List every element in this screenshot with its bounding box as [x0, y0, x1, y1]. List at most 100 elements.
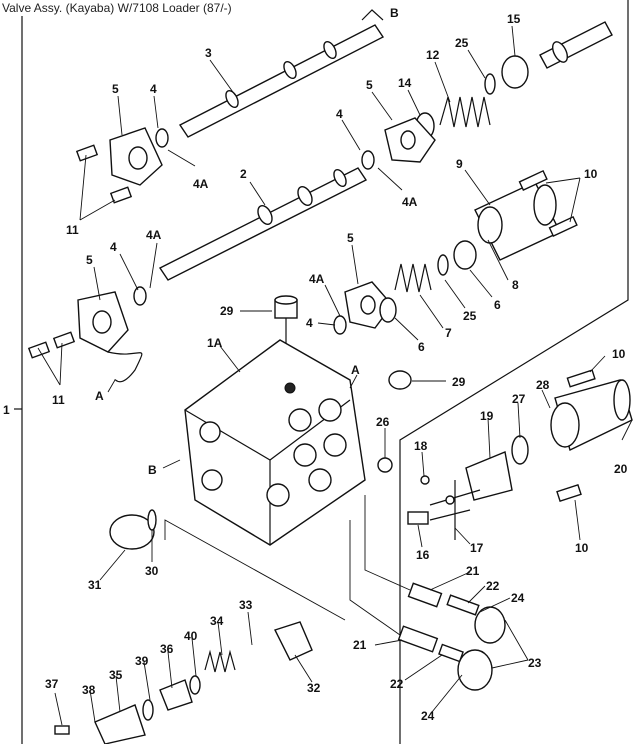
rod-13: [539, 21, 613, 69]
label-5-low-right: 5: [347, 231, 354, 245]
callout-labels: B 3 15 25 12 5 4 5 14 4 4A 4A 11 2 9 10 …: [45, 6, 628, 723]
label-30: 30: [145, 564, 159, 578]
spring-12: [439, 96, 491, 128]
relief-valve-upper: [407, 582, 506, 644]
label-21-a: 21: [466, 564, 480, 578]
label-15: 15: [507, 12, 521, 26]
label-22-a: 22: [486, 579, 500, 593]
label-B-top: B: [390, 6, 399, 20]
relief-valve-lower: [397, 625, 493, 691]
label-26: 26: [376, 415, 390, 429]
bolt-11-a: [75, 144, 99, 162]
label-27: 27: [512, 392, 526, 406]
label-5-left: 5: [112, 82, 119, 96]
label-4-left: 4: [150, 82, 157, 96]
label-24-b: 24: [421, 709, 435, 723]
piece-6-b: [379, 297, 397, 323]
label-10-top: 10: [584, 167, 598, 181]
label-33: 33: [239, 598, 253, 612]
bolt-11-b: [109, 186, 133, 204]
label-35: 35: [109, 668, 123, 682]
spool-2: [158, 167, 368, 281]
piece-6-a: [453, 240, 477, 270]
seal-4-solo: [333, 315, 347, 335]
clip-16: [407, 511, 429, 525]
spring-7: [394, 263, 432, 293]
label-28: 28: [536, 378, 550, 392]
label-4A-low: 4A: [146, 228, 162, 242]
label-5-low-left: 5: [86, 253, 93, 267]
label-B-left: B: [148, 463, 157, 477]
port-fitting-20: [550, 379, 633, 451]
label-A-right: A: [351, 363, 360, 377]
label-36: 36: [160, 642, 174, 656]
label-25-top: 25: [455, 36, 469, 50]
label-25-low: 25: [463, 309, 477, 323]
label-4A-left: 4A: [193, 177, 209, 191]
label-6-b: 6: [418, 340, 425, 354]
label-34: 34: [210, 614, 224, 628]
label-40: 40: [184, 629, 198, 643]
callout-leaders: [37, 25, 633, 726]
bracket-label-1: 1: [3, 403, 10, 417]
pin-17: [429, 480, 481, 540]
seal-4-low: [133, 286, 147, 306]
ball-18: [420, 475, 430, 485]
label-11-low: 11: [52, 393, 65, 407]
label-4-mid: 4: [336, 107, 343, 121]
label-4A-mid: 4A: [402, 195, 418, 209]
cap-31: [109, 514, 155, 550]
label-23: 23: [528, 656, 542, 670]
label-5-mid: 5: [366, 78, 373, 92]
label-29-top: 29: [220, 304, 234, 318]
bolt-10-top-a: [518, 169, 548, 191]
label-20: 20: [614, 462, 628, 476]
spool-3: [178, 9, 385, 138]
seal-4-mid: [361, 150, 375, 170]
label-29-right: 29: [452, 375, 466, 389]
ring-27: [511, 435, 529, 465]
label-4A-right: 4A: [309, 272, 325, 286]
label-19: 19: [480, 409, 494, 423]
label-4-solo: 4: [306, 316, 313, 330]
ring-25-top: [484, 73, 496, 95]
ring-30: [147, 509, 157, 531]
label-31: 31: [88, 578, 102, 592]
label-14: 14: [398, 76, 412, 90]
sleeve-19: [465, 451, 513, 501]
bolt-11-d: [52, 331, 76, 349]
label-32: 32: [307, 681, 321, 695]
label-12: 12: [426, 48, 440, 62]
label-2: 2: [240, 167, 247, 181]
plug-29-top: [274, 295, 298, 319]
label-7: 7: [445, 326, 452, 340]
label-17: 17: [470, 541, 484, 555]
label-9: 9: [456, 157, 463, 171]
label-37: 37: [45, 677, 59, 691]
cartridge-chain: [54, 621, 313, 744]
label-39: 39: [135, 654, 149, 668]
diagram-title: Valve Assy. (Kayaba) W/7108 Loader (87/-…: [2, 1, 232, 15]
bolt-10-mid: [566, 369, 596, 388]
label-A-left: A: [95, 389, 104, 403]
label-18: 18: [414, 439, 428, 453]
label-8: 8: [512, 278, 519, 292]
seal-4-left: [155, 128, 169, 148]
assembly-bracket: 1: [3, 16, 23, 744]
valve-body-1A: [184, 339, 366, 546]
label-4-low: 4: [110, 240, 117, 254]
ring-25-low: [437, 254, 449, 276]
label-3: 3: [205, 46, 212, 60]
label-22-b: 22: [390, 677, 404, 691]
label-38: 38: [82, 683, 96, 697]
label-10-mid: 10: [612, 347, 626, 361]
ring-26: [377, 457, 393, 473]
label-11-top: 11: [66, 223, 79, 237]
label-6-a: 6: [494, 298, 501, 312]
label-24-a: 24: [511, 591, 525, 605]
wire-A-left: [107, 351, 143, 383]
cap-15: [501, 55, 529, 89]
housing-9: [474, 181, 561, 261]
right-border-line: [399, 0, 629, 744]
